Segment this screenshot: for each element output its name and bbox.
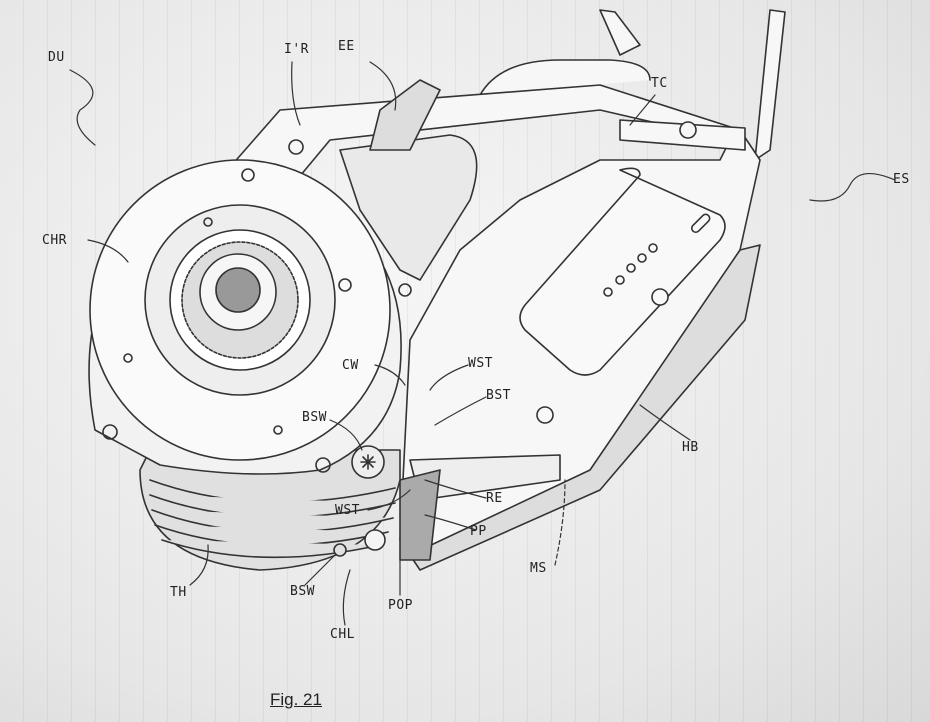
label-ms: MS — [530, 561, 547, 576]
controller-plate — [519, 167, 726, 424]
label-wst-upper: WST — [468, 356, 493, 371]
label-hb: HB — [682, 440, 699, 455]
label-cw: CW — [342, 358, 359, 373]
label-es: ES — [893, 172, 910, 187]
label-chl: CHL — [330, 627, 355, 642]
label-th: TH — [170, 585, 187, 600]
label-bsw-upper: BSW — [302, 410, 327, 425]
label-chr: CHR — [42, 233, 67, 248]
label-bst: BST — [486, 388, 511, 403]
housing-bottom — [399, 244, 761, 571]
label-pp: PP — [470, 524, 487, 539]
label-ee: EE — [338, 39, 355, 54]
label-bsw-lower: BSW — [290, 584, 315, 599]
heat-sink — [139, 449, 401, 571]
label-tc: TC — [651, 76, 668, 91]
label-du: DU — [48, 50, 65, 65]
label-wst-lower: WST — [335, 503, 360, 518]
label-pop: POP — [388, 598, 413, 613]
label-ir: I'R — [284, 42, 309, 57]
leader-lines — [69, 61, 896, 626]
figure-caption: Fig. 21 — [270, 690, 322, 709]
chainring-housing — [88, 139, 412, 479]
label-re: RE — [486, 491, 503, 506]
